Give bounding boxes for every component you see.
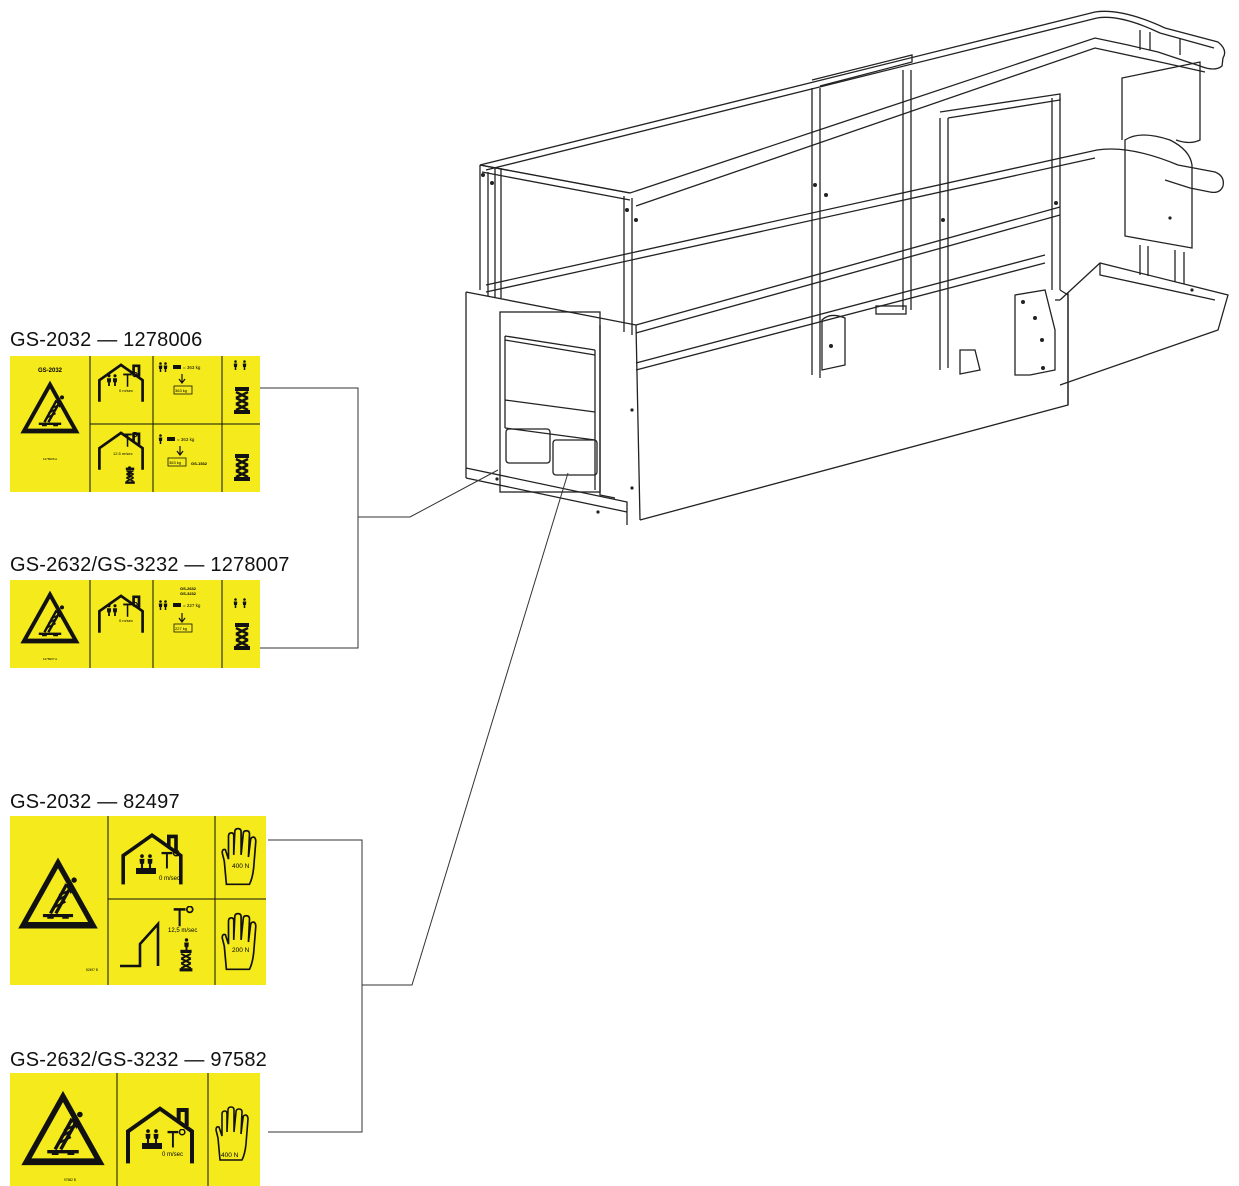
svg-text:1278006 A: 1278006 A: [43, 457, 57, 461]
svg-text:363 kg: 363 kg: [169, 460, 181, 465]
svg-text:400 N: 400 N: [221, 1152, 239, 1159]
caption-label-97582: GS-2632/GS-3232 — 97582: [10, 1049, 267, 1071]
svg-text:GS-2632: GS-2632: [180, 586, 197, 591]
svg-text:97582 B: 97582 B: [64, 1178, 76, 1182]
leader-lines: [260, 387, 569, 1133]
svg-text:400 N: 400 N: [232, 863, 250, 870]
caption-label-82497: GS-2032 — 82497: [10, 791, 180, 813]
svg-text:12,5 m/sec: 12,5 m/sec: [168, 928, 197, 934]
svg-text:GS-3232: GS-3232: [180, 591, 197, 596]
svg-text:12.5 m/sec: 12.5 m/sec: [113, 451, 133, 456]
platform-drawing: [465, 10, 1229, 525]
caption-label-1278006: GS-2032 — 1278006: [10, 329, 203, 351]
svg-text:227 kg: 227 kg: [175, 626, 187, 631]
svg-text:82497 B: 82497 B: [86, 968, 98, 972]
svg-text:0 m/sec: 0 m/sec: [119, 618, 133, 623]
svg-text:0 m/sec: 0 m/sec: [159, 876, 180, 882]
svg-text:1278007 A: 1278007 A: [43, 657, 57, 661]
svg-text:GS-1532: GS-1532: [191, 461, 208, 466]
decal-97582: 97582 B 0 m/sec 400 N: [10, 1073, 260, 1186]
svg-text:363 kg: 363 kg: [175, 388, 187, 393]
svg-text:GS-2032: GS-2032: [38, 368, 63, 374]
caption-label-1278007: GS-2632/GS-3232 — 1278007: [10, 554, 290, 576]
svg-text:= 363 kg: = 363 kg: [177, 437, 195, 442]
svg-text:200 N: 200 N: [232, 947, 250, 954]
svg-text:0 m/sec: 0 m/sec: [162, 1152, 183, 1158]
svg-text:= 227 kg: = 227 kg: [183, 603, 201, 608]
decal-1278007: 1278007 A 0 m/sec GS-2632 GS-3232 = 227 …: [10, 580, 260, 668]
decal-1278006: GS-2032 1278006 A 0 m/sec = 363 kg 363 k…: [10, 356, 260, 492]
svg-text:= 363 kg: = 363 kg: [183, 365, 201, 370]
decal-82497: 82497 B 0 m/sec 400 N 12,5 m/sec 200 N: [10, 816, 266, 985]
svg-text:0 m/sec: 0 m/sec: [119, 388, 133, 393]
